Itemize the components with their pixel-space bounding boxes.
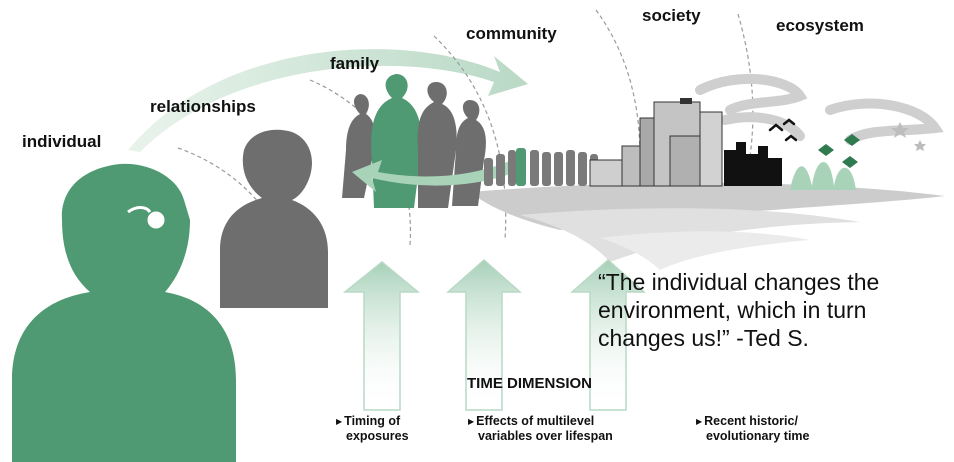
- label-society: society: [642, 6, 701, 25]
- time-item-line-1: Recent historic/: [704, 414, 798, 428]
- label-individual: individual: [22, 132, 102, 151]
- triangle-bullet-icon: ▶: [468, 417, 475, 426]
- label-ecosystem: ecosystem: [776, 16, 864, 35]
- ecosystem-plants: [790, 134, 860, 190]
- time-item-timing: ▶Timing of exposures: [336, 414, 409, 444]
- time-arrow-3: [570, 258, 646, 411]
- sky-swirls: [695, 73, 944, 145]
- time-item-multilevel: ▶Effects of multilevel variables over li…: [468, 414, 613, 444]
- city-silhouette: [724, 142, 782, 186]
- time-arrow-2: [446, 258, 522, 411]
- time-arrow-1: [342, 261, 421, 411]
- triangle-bullet-icon: ▶: [336, 417, 343, 426]
- time-item-historic: ▶Recent historic/ evolutionary time: [696, 414, 810, 444]
- time-item-line-2: variables over lifespan: [478, 429, 613, 443]
- label-community: community: [466, 24, 557, 43]
- relationships-figure: [220, 129, 328, 308]
- individual-figure: [12, 163, 236, 462]
- quote: “The individual changes the environment,…: [598, 268, 948, 352]
- time-item-line-2: evolutionary time: [706, 429, 810, 443]
- society-buildings: [589, 98, 723, 187]
- time-item-line-2: exposures: [346, 429, 409, 443]
- quote-line-1: “The individual changes the: [598, 269, 880, 295]
- triangle-bullet-icon: ▶: [696, 417, 703, 426]
- birds: [768, 118, 798, 142]
- time-item-line-1: Effects of multilevel: [476, 414, 595, 428]
- ground-swooshes: [470, 182, 945, 270]
- quote-line-2: environment, which in turn: [598, 297, 867, 323]
- top-curved-arrow: [128, 49, 528, 152]
- label-relationships: relationships: [150, 97, 256, 116]
- time-item-line-1: Timing of: [344, 414, 401, 428]
- stars: [891, 122, 926, 151]
- family-figures: [342, 74, 486, 208]
- time-dimension-title: TIME DIMENSION: [467, 375, 593, 392]
- label-family: family: [330, 54, 380, 73]
- time-arrows: [342, 258, 646, 411]
- community-crowd: [484, 148, 598, 186]
- quote-line-3: changes us!” -Ted S.: [598, 325, 809, 351]
